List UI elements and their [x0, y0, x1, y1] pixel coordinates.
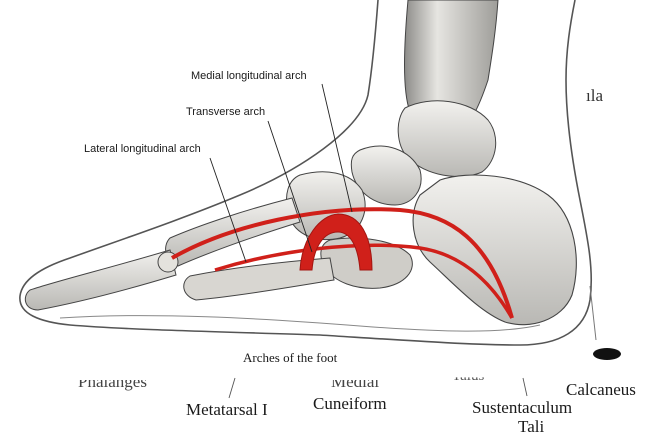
- tick-calcaneus: [590, 286, 596, 340]
- label-sustentaculum-line2: Tali: [518, 417, 544, 437]
- label-transverse-arch: Transverse arch: [186, 106, 265, 118]
- label-medial-longitudinal-arch: Medial longitudinal arch: [191, 70, 307, 82]
- top-right-label-fragment: ıla: [586, 86, 603, 106]
- label-metatarsal-i: Metatarsal I: [186, 400, 268, 420]
- calcaneus-bone: [413, 175, 576, 325]
- tick-sustentaculum: [523, 378, 527, 396]
- ink-mark: [593, 348, 621, 360]
- label-sustentaculum-line1: Sustentaculum: [472, 398, 572, 418]
- diagram-caption: Arches of the foot: [243, 350, 337, 366]
- tick-metatarsal: [229, 378, 235, 398]
- label-calcaneus: Calcaneus: [566, 380, 636, 400]
- phalanges-bones: [25, 250, 176, 310]
- label-lateral-longitudinal-arch: Lateral longitudinal arch: [84, 143, 201, 155]
- label-medial-cuneiform-line2: Cuneiform: [313, 394, 387, 414]
